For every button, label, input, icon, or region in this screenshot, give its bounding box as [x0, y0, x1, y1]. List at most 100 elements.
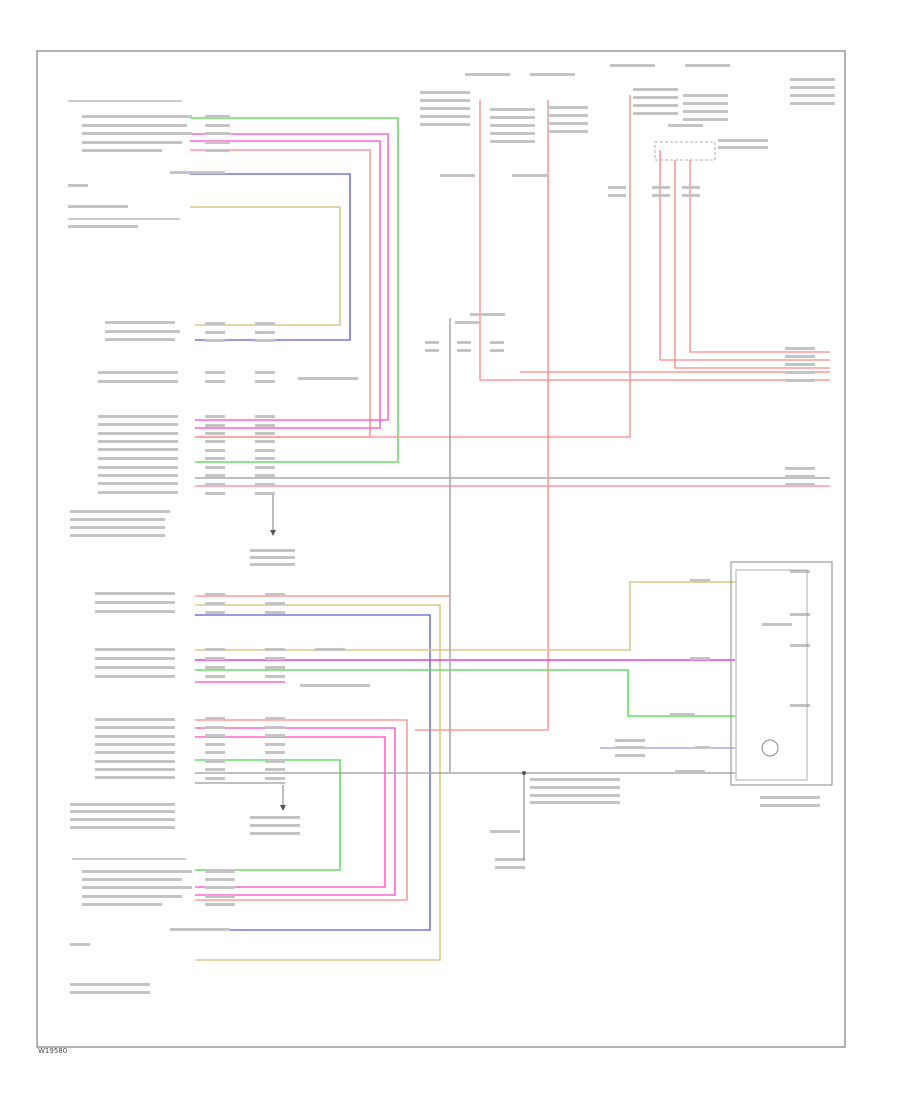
faint-label-stroke [70, 818, 175, 821]
red-wire [195, 95, 631, 438]
faint-label-stroke [457, 341, 471, 344]
faint-label-stroke [205, 870, 235, 873]
faint-label-stroke [95, 768, 175, 771]
faint-label-stroke [682, 194, 700, 197]
faint-label-stroke [205, 466, 225, 469]
faint-label-stroke [70, 526, 165, 529]
faint-label-stroke [205, 449, 225, 452]
faint-label-group [68, 64, 835, 994]
faint-label-stroke [255, 466, 275, 469]
faint-label-stroke [762, 623, 792, 626]
faint-label-stroke [265, 593, 285, 596]
faint-label-stroke [205, 141, 230, 144]
faint-label-stroke [265, 734, 285, 737]
green-wire [190, 117, 399, 463]
faint-label-stroke [95, 751, 175, 754]
faint-label-stroke [255, 371, 275, 374]
rear-window-switch-box [654, 141, 716, 161]
front-passenger-window-switch-inner [735, 569, 808, 781]
faint-label-stroke [205, 743, 225, 746]
faint-label-stroke [298, 377, 358, 380]
faint-label-stroke [683, 118, 728, 121]
faint-label-stroke [652, 186, 670, 189]
yellow-wire [190, 206, 341, 326]
faint-label-stroke [265, 657, 285, 660]
faint-label-stroke [455, 321, 480, 324]
faint-label-stroke [457, 349, 471, 352]
faint-label-stroke [420, 123, 470, 126]
faint-label-stroke [785, 483, 815, 486]
faint-label-stroke [610, 64, 655, 67]
faint-label-stroke [548, 106, 588, 109]
faint-label-stroke [250, 824, 300, 827]
faint-label-stroke [205, 717, 225, 720]
pink-wire [195, 736, 386, 888]
faint-label-stroke [205, 777, 225, 780]
faint-label-stroke [205, 666, 225, 669]
faint-label-stroke [255, 474, 275, 477]
faint-label-stroke [440, 174, 475, 177]
faint-label-stroke [70, 534, 165, 537]
faint-label-stroke [70, 943, 90, 946]
faint-label-stroke [615, 739, 645, 742]
faint-label-stroke [105, 338, 175, 341]
faint-label-stroke [205, 602, 225, 605]
faint-label-stroke [205, 760, 225, 763]
faint-label-stroke [633, 96, 678, 99]
faint-label-stroke [95, 592, 175, 595]
faint-label-stroke [170, 928, 230, 931]
faint-label-stroke [490, 349, 504, 352]
faint-label-stroke [205, 648, 225, 651]
faint-label-stroke [785, 355, 815, 358]
faint-label-stroke [530, 778, 620, 781]
faint-label-stroke [790, 613, 810, 616]
faint-label-stroke [530, 786, 620, 789]
faint-label-stroke [683, 102, 728, 105]
faint-label-stroke [95, 718, 175, 721]
diagram-frame [36, 50, 846, 1048]
faint-label-stroke [95, 666, 175, 669]
faint-label-stroke [205, 768, 225, 771]
faint-label-stroke [82, 115, 192, 118]
faint-label-stroke [95, 657, 175, 660]
footer-code: W19580 [38, 1047, 67, 1055]
yellow-wire [195, 604, 441, 961]
blue-wire [190, 173, 351, 341]
faint-label-stroke [785, 379, 815, 382]
faint-label-stroke [420, 107, 470, 110]
faint-label-stroke [490, 140, 535, 143]
faint-label-stroke [82, 878, 182, 881]
faint-label-stroke [205, 339, 225, 342]
faint-label-stroke [785, 363, 815, 366]
faint-label-stroke [95, 760, 175, 763]
ground-arrow-left [270, 530, 276, 536]
red-wire [674, 160, 830, 369]
faint-label-stroke [548, 114, 588, 117]
faint-label-stroke [98, 371, 178, 374]
faint-label-stroke [785, 475, 815, 478]
faint-label-stroke [95, 743, 175, 746]
red-wire [659, 150, 830, 361]
faint-label-stroke [105, 321, 175, 324]
faint-label-stroke [205, 424, 225, 427]
faint-label-stroke [205, 322, 225, 325]
faint-label-stroke [70, 991, 150, 994]
faint-label-stroke [70, 518, 165, 521]
faint-label-stroke [785, 347, 815, 350]
faint-label-stroke [205, 593, 225, 596]
red-wire [190, 149, 371, 438]
faint-label-stroke [82, 886, 192, 889]
faint-label-stroke [255, 457, 275, 460]
faint-label-stroke [170, 171, 225, 174]
faint-label-stroke [490, 116, 535, 119]
faint-label-stroke [470, 313, 505, 316]
faint-label-stroke [95, 601, 175, 604]
faint-label-stroke [690, 657, 710, 660]
faint-label-stroke [718, 139, 768, 142]
faint-label-stroke [420, 115, 470, 118]
faint-label-stroke [265, 743, 285, 746]
faint-label-stroke [82, 132, 192, 135]
front-passenger-window-switch-box [730, 561, 833, 786]
ground-arrow-bottom [280, 805, 286, 811]
